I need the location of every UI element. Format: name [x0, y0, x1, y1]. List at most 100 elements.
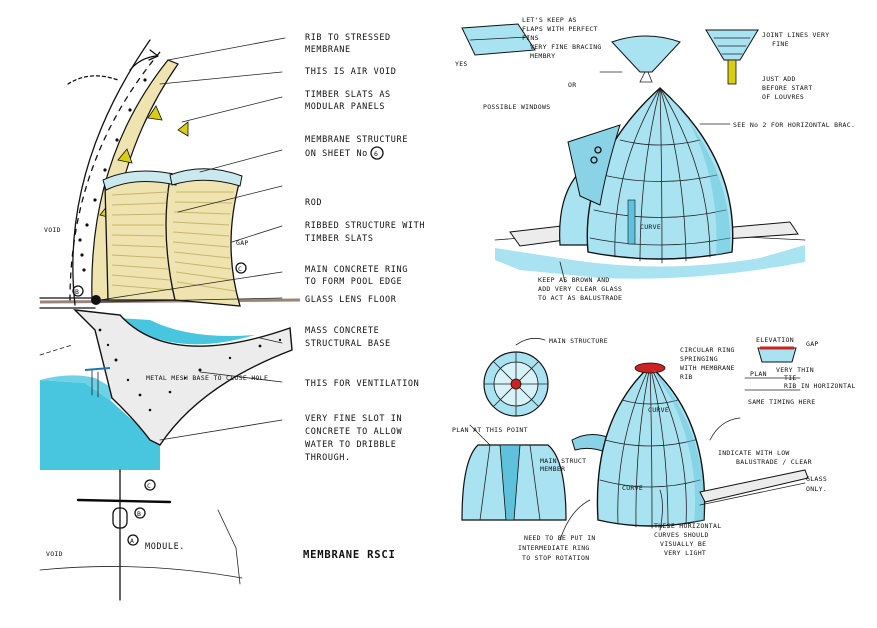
note-tie-2: TIE: [784, 374, 797, 382]
note-indicate-1: INDICATE WITH LOW: [718, 449, 790, 457]
marker-a: A: [130, 537, 134, 545]
membrane-cap-a: [102, 170, 179, 191]
note-rod: ROD: [305, 198, 322, 208]
note-slot-2: CONCRETE TO ALLOW: [305, 427, 402, 437]
note-ring-3: WITH MEMBRANE: [680, 364, 735, 372]
note-modular: MODULAR PANELS: [305, 102, 385, 112]
label-elevation: ELEVATION: [756, 336, 794, 344]
label-possible-windows: POSSIBLE WINDOWS: [483, 103, 550, 111]
note-lens: GLASS LENS FLOOR: [305, 295, 397, 305]
note-curves-4: VERY LIGHT: [664, 549, 706, 557]
note-timber-slats: TIMBER SLATS AS: [305, 90, 391, 100]
label-main-structure: MAIN STRUCTURE: [549, 337, 608, 345]
note-sheet-ref: 6: [374, 150, 378, 158]
note-just-add-3: OF LOUVRES: [762, 93, 804, 101]
note-joint-1: JOINT LINES VERY: [762, 31, 829, 39]
note-rib-2: MEMBRANE: [305, 45, 351, 55]
note-ring: MAIN CONCRETE RING: [305, 265, 408, 275]
note-ring-4: RIB: [680, 373, 693, 381]
label-same-timing: SAME TIMING HERE: [748, 398, 815, 406]
note-flaps-1: LET'S KEEP AS: [522, 16, 577, 24]
pool-water: [40, 380, 160, 470]
note-ribbed: RIBBED STRUCTURE WITH: [305, 221, 425, 231]
label-void-bottom: VOID: [46, 550, 63, 558]
concrete-speckles: [98, 328, 282, 412]
label-void-top: VOID: [44, 226, 61, 234]
concrete-ring: [91, 295, 101, 305]
cone-core: [499, 444, 521, 521]
lens-floor: [39, 298, 301, 304]
note-ring-2: SPRINGING: [680, 355, 718, 363]
note-need-ring-1: NEED TO BE PUT IN: [524, 534, 596, 542]
note-flaps-5: MEMBRY: [530, 52, 555, 60]
label-plan-at-point: PLAN AT THIS POINT: [452, 426, 528, 434]
funnel-top: [611, 35, 681, 73]
note-ventilation: THIS FOR VENTILATION: [305, 379, 419, 389]
basin-water: [118, 318, 255, 345]
dome-ribs: [589, 87, 731, 264]
canopy-flap: [567, 124, 621, 206]
ground-water: [495, 245, 805, 279]
note-keep-brown-2: ADD VERY CLEAR GLASS: [538, 285, 622, 293]
concrete-base: [73, 309, 293, 446]
note-air-void: THIS IS AIR VOID: [305, 67, 396, 77]
note-flaps-2: FLAPS WITH PERFECT: [522, 25, 598, 33]
plan-view: [483, 351, 549, 417]
label-plan: PLAN: [750, 370, 767, 378]
note-just-add-1: JUST ADD: [762, 75, 796, 83]
note-sheet: ON SHEET No: [305, 149, 368, 159]
note-slot-4: THROUGH.: [305, 453, 351, 463]
note-rib: RIB TO STRESSED: [305, 33, 391, 43]
timber-slats: [111, 191, 236, 292]
note-flaps-4: VERY FINE BRACING: [530, 43, 602, 51]
marker-b: B: [137, 510, 141, 518]
lower-dome-ribs: [599, 365, 701, 529]
dome-shadow: [665, 90, 731, 255]
note-slot-3: WATER TO DRIBBLE: [305, 440, 396, 450]
label-gap-br: GAP: [806, 340, 819, 348]
note-ring-2: TO FORM POOL EDGE: [305, 277, 402, 287]
bottom-right-sketch: MAIN STRUCTURE PLAN AT THIS POINT MAIN S…: [452, 336, 856, 562]
note-see-no2: SEE No 2 FOR HORIZONTAL BRAC.: [733, 121, 855, 129]
note-keep-brown-3: TO ACT AS BALUSTRADE: [538, 294, 622, 302]
label-main-struct-1: MAIN STRUCT: [540, 457, 586, 465]
membrane-cap-b: [169, 168, 243, 187]
label-or: OR: [568, 81, 576, 89]
note-need-ring-2: INTERMEDIATE RING: [518, 544, 590, 552]
note-ribbed-2: TIMBER SLATS: [305, 234, 374, 244]
note-membrane: MEMBRANE STRUCTURE: [305, 135, 408, 145]
marker-c-top: C: [238, 265, 242, 273]
note-curves-3: VISUALLY BE: [660, 540, 706, 548]
ventilation-grille: [84, 367, 111, 371]
note-base: STRUCTURAL BASE: [305, 339, 391, 349]
note-need-ring-3: TO STOP ROTATION: [522, 554, 589, 562]
note-indicate-3: GLASS: [806, 475, 827, 483]
note-tie-3: RIB IN HORIZONTAL: [784, 382, 856, 390]
label-curve-1: CURVE: [648, 406, 669, 414]
marker-b-top: B: [75, 288, 79, 296]
label-module: MODULE.: [145, 542, 185, 552]
label-main-struct-2: MEMBER: [540, 465, 565, 473]
label-curve-top: CURVE: [640, 223, 661, 231]
note-flaps-3: FINS: [522, 34, 539, 42]
lower-dome-shadow: [652, 368, 705, 522]
note-slot: VERY FINE SLOT IN: [305, 414, 402, 424]
note-just-add-2: BEFORE START: [762, 84, 813, 92]
note-tie-1: VERY THIN: [776, 366, 814, 374]
label-gap: GAP: [236, 239, 249, 247]
pool-water-upper: [40, 375, 120, 400]
module-detail: C B A MODULE. VOID: [39, 469, 243, 601]
label-mesh: METAL MESH BASE TO CLOSE HOLE: [146, 374, 268, 382]
marker-c: C: [147, 482, 151, 490]
note-curves-1: THESE HORIZONTAL: [654, 522, 721, 530]
note-indicate-2: BALUSTRADE / CLEAR: [736, 458, 812, 466]
label-yes: YES: [455, 60, 468, 68]
funnel-right: [705, 29, 759, 61]
elevation-mini: [757, 347, 797, 363]
flap-panel: [461, 23, 536, 56]
top-right-sketch: YES LET'S KEEP AS FLAPS WITH PERFECT FIN…: [455, 16, 855, 302]
note-curves-2: CURVES SHOULD: [654, 531, 709, 539]
walkway: [699, 469, 809, 503]
note-joint-2: FINE: [772, 40, 789, 48]
